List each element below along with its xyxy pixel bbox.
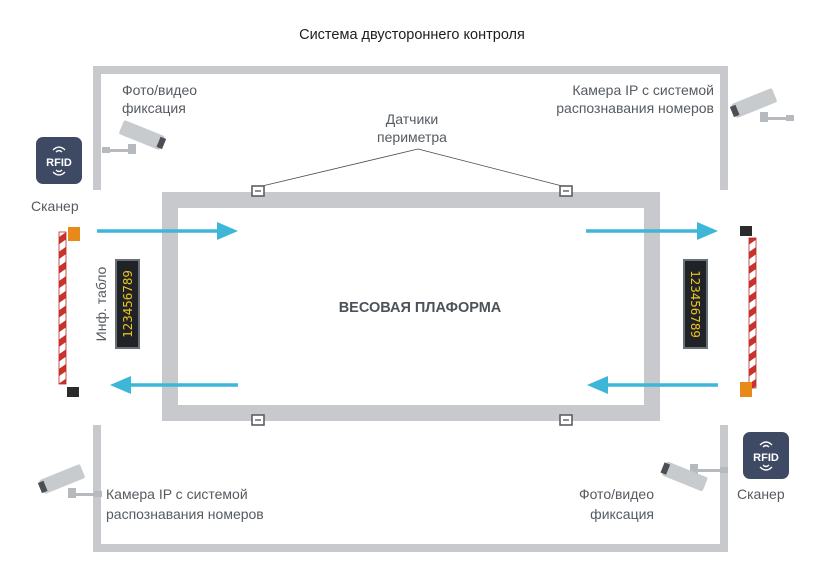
arrow-icon xyxy=(110,376,238,394)
display-board-icon: 123456789 xyxy=(683,259,708,349)
photo-video-label-bottom-line1: Фото/видео xyxy=(579,486,654,502)
scanner-label-bottom: Сканер xyxy=(737,486,785,502)
barrier-icon xyxy=(58,227,80,397)
photo-video-label-top-line2: фиксация xyxy=(122,100,186,116)
rfid-badge-icon: RFID xyxy=(36,137,82,184)
board-digits-left: 123456789 xyxy=(120,270,135,338)
weighing-platform: ВЕСОВАЯ ПЛАФОРМА xyxy=(162,192,660,421)
barrier-icon xyxy=(740,226,757,397)
info-board-label: Инф. табло xyxy=(93,266,109,341)
scanner-label-top: Сканер xyxy=(31,198,79,214)
camera-icon xyxy=(729,88,794,122)
perimeter-sensors: Датчики периметра xyxy=(251,111,573,426)
sensor-icon xyxy=(559,185,573,197)
camera-ip-label-top-line1: Камера IP с системой xyxy=(572,82,714,98)
sensor-icon xyxy=(251,414,265,426)
arrow-icon xyxy=(586,222,718,240)
platform-label: ВЕСОВАЯ ПЛАФОРМА xyxy=(339,300,502,316)
camera-ip-label-top-line2: распознавания номеров xyxy=(556,100,714,116)
camera-ip-label-bottom-line2: распознавания номеров xyxy=(106,506,264,522)
camera-icon xyxy=(102,120,167,154)
outer-perimeter xyxy=(93,66,728,552)
rfid-badge-icon: RFID xyxy=(743,432,789,479)
arrow-icon xyxy=(97,222,238,240)
diagram-title: Система двустороннего контроля xyxy=(299,27,525,43)
rfid-label-top: RFID xyxy=(46,157,72,169)
photo-video-label-top-line1: Фото/видео xyxy=(122,82,197,98)
board-digits-right: 123456789 xyxy=(688,270,703,338)
sensors-label-line1: Датчики xyxy=(386,111,438,127)
sensor-icon xyxy=(559,414,573,426)
display-board-icon: 123456789 xyxy=(115,259,140,349)
rfid-label-bottom: RFID xyxy=(753,452,779,464)
sensors-label-line2: периметра xyxy=(377,129,447,145)
arrow-icon xyxy=(587,376,718,394)
photo-video-label-bottom-line2: фиксация xyxy=(590,506,654,522)
camera-ip-label-bottom-line1: Камера IP с системой xyxy=(106,486,248,502)
camera-icon xyxy=(660,461,728,492)
sensor-icon xyxy=(251,185,265,197)
camera-icon xyxy=(37,464,102,498)
